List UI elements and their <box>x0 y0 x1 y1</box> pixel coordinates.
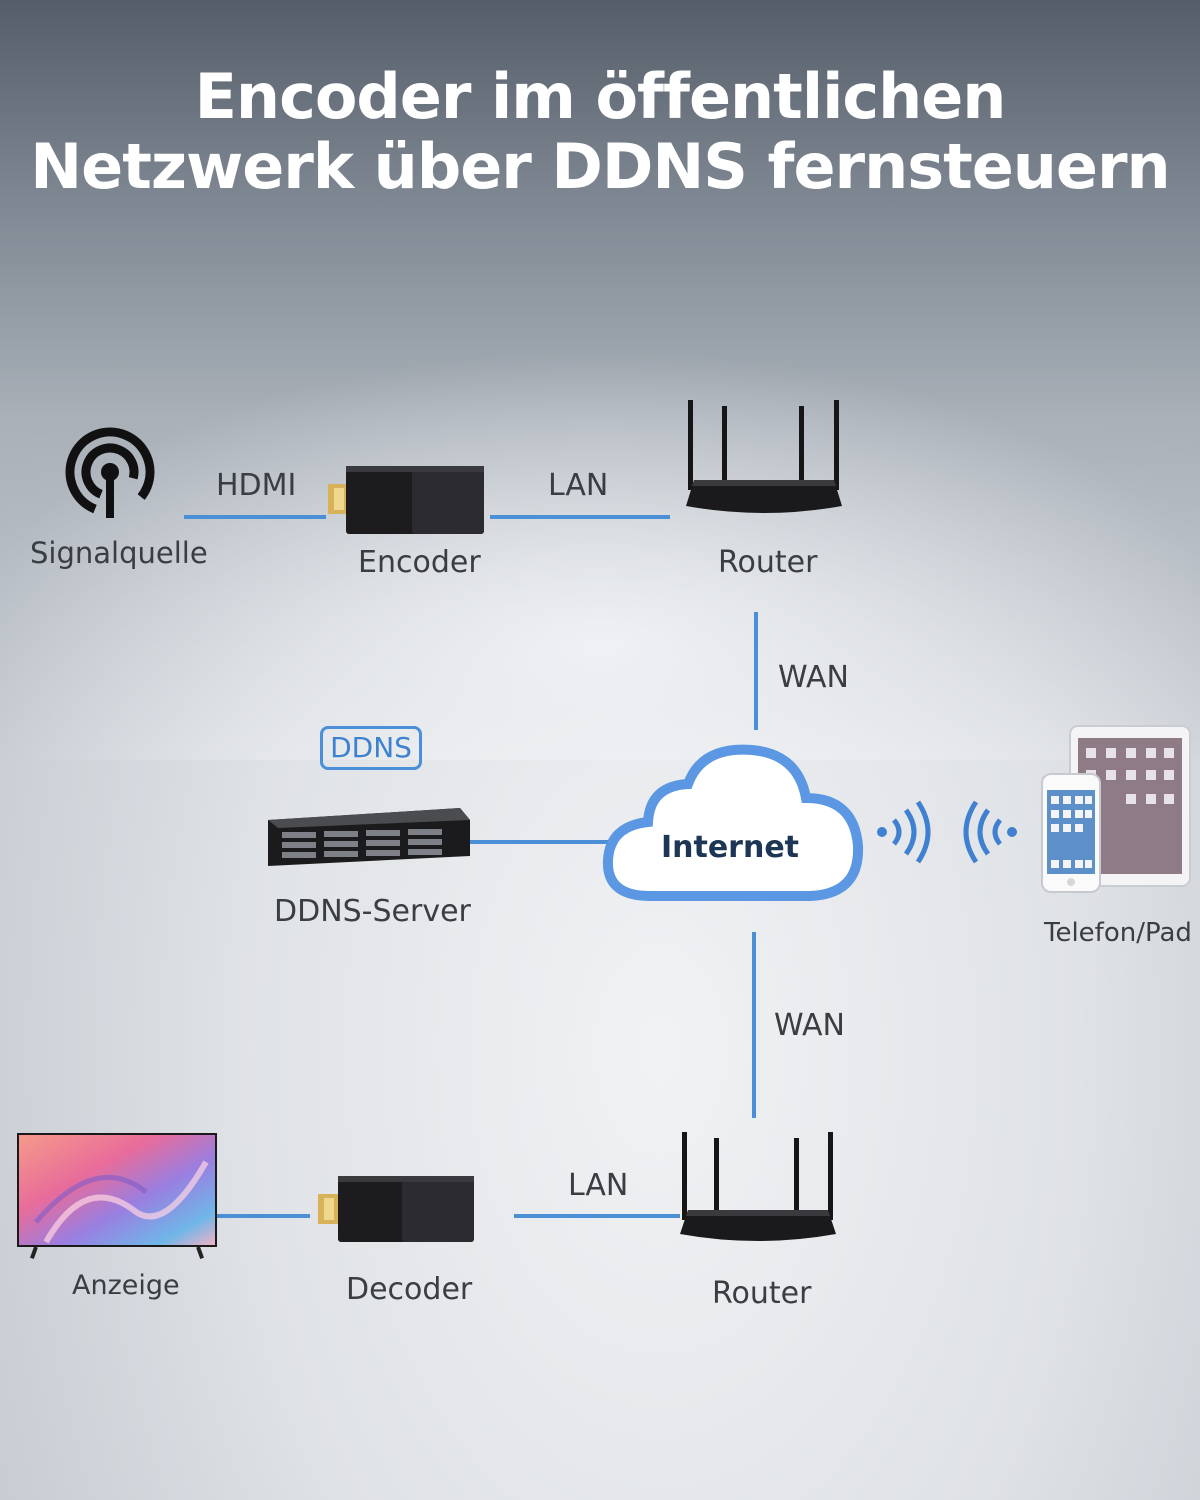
antenna-icon <box>65 427 155 518</box>
hdmi-line <box>184 515 326 519</box>
tablet-phone-icon <box>1041 725 1191 893</box>
page-title: Encoder im öffentlichen Netzwerk über DD… <box>0 62 1200 202</box>
lan-top-label: LAN <box>548 468 609 503</box>
ddns-server-icon <box>268 808 470 866</box>
router-top-label: Router <box>718 545 818 580</box>
encoder-device-icon <box>328 466 484 534</box>
lan-top-line <box>490 515 670 519</box>
router-top-icon <box>686 400 842 513</box>
wan-bottom-line <box>752 932 756 1118</box>
wan-top-line <box>754 612 758 730</box>
title-line-1: Encoder im öffentlichen <box>194 60 1007 133</box>
display-line <box>216 1214 310 1218</box>
decoder-device-icon <box>318 1176 474 1242</box>
wan-top-label: WAN <box>778 660 849 695</box>
encoder-label: Encoder <box>358 545 481 580</box>
phone-pad-label: Telefon/Pad <box>1044 918 1192 948</box>
display-label: Anzeige <box>72 1270 180 1301</box>
cloud-icon <box>602 744 864 901</box>
wan-bottom-label: WAN <box>774 1008 845 1043</box>
decoder-label: Decoder <box>346 1272 473 1307</box>
tv-display-icon <box>17 1133 217 1259</box>
lan-bottom-line <box>514 1214 680 1218</box>
wifi-signal-right-icon <box>877 800 931 864</box>
ddns-badge: DDNS <box>320 726 422 770</box>
ddns-server-line <box>470 840 610 844</box>
background-sky <box>0 0 1200 760</box>
wifi-signal-left-icon <box>963 800 1017 864</box>
signal-source-label: Signalquelle <box>30 536 208 570</box>
router-bottom-icon <box>680 1132 836 1241</box>
title-line-2: Netzwerk über DDNS fernsteuern <box>30 130 1170 203</box>
ddns-server-label: DDNS-Server <box>274 894 471 929</box>
internet-label: Internet <box>660 830 800 865</box>
router-bottom-label: Router <box>712 1276 812 1311</box>
hdmi-label: HDMI <box>216 468 297 503</box>
lan-bottom-label: LAN <box>568 1168 629 1203</box>
